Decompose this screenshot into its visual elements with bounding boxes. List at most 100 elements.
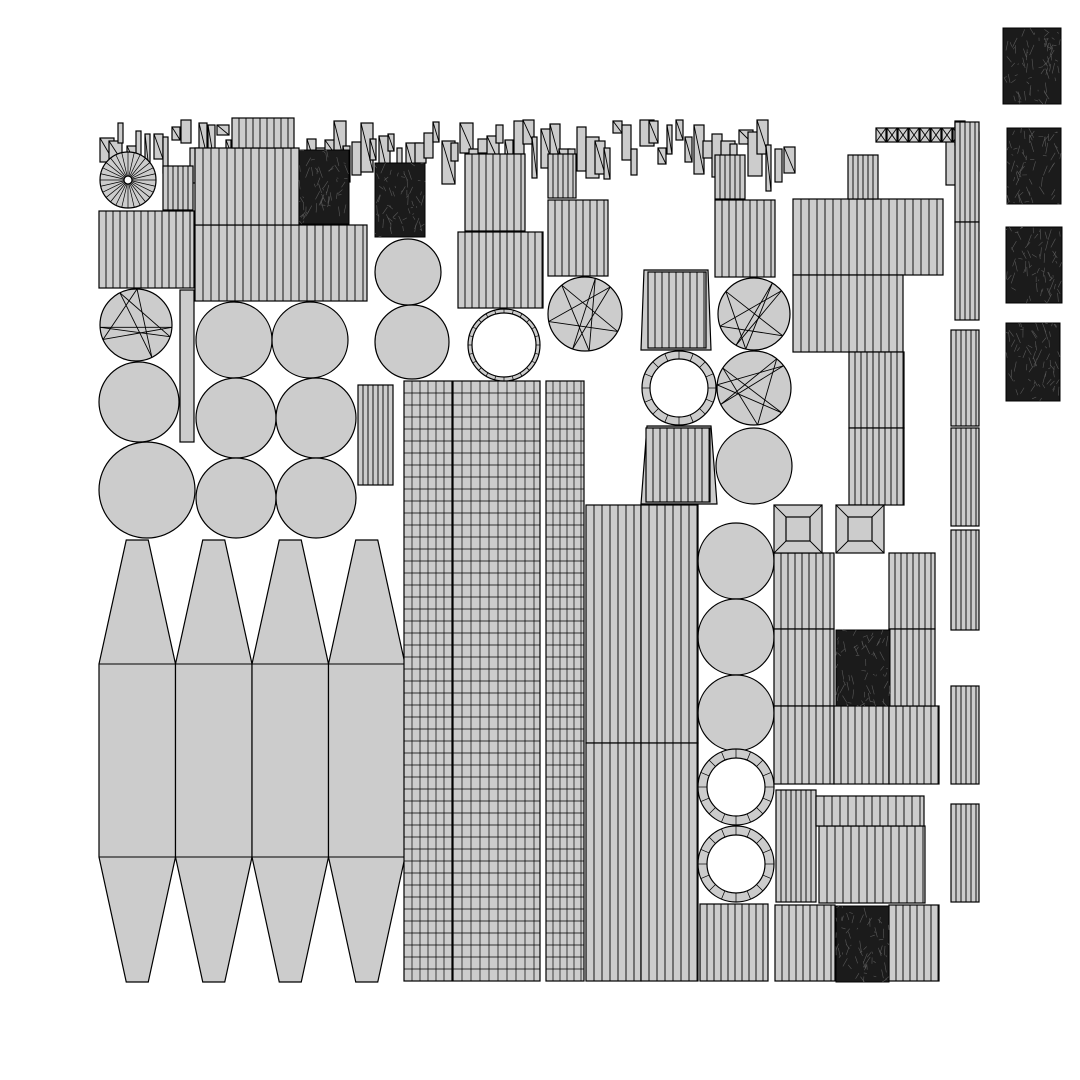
facet-edge <box>735 282 773 346</box>
hatch-stroke <box>1041 270 1045 273</box>
hatch-stroke <box>1018 195 1023 205</box>
striped-panel <box>194 147 300 226</box>
hatch-stroke <box>860 702 866 707</box>
hatch-stroke <box>884 962 887 973</box>
hatch-stroke <box>1048 288 1051 295</box>
hatch-stroke <box>1046 378 1052 385</box>
hatch-stroke <box>1014 231 1019 234</box>
hatch-stroke <box>1035 282 1038 292</box>
bevel-inner <box>847 516 873 542</box>
ring-seg <box>472 360 477 364</box>
hatch-stroke <box>1035 322 1039 331</box>
hatch-stroke <box>1035 345 1037 348</box>
facet-edge <box>757 358 778 425</box>
hatch-stroke <box>396 172 399 177</box>
hatch-stroke <box>299 220 302 225</box>
small-part <box>621 124 632 161</box>
ring-seg <box>762 772 772 777</box>
hatch-stroke <box>1045 370 1047 377</box>
hatch-stroke <box>1044 346 1048 349</box>
hatch-stroke <box>871 685 875 695</box>
hatch-stroke <box>417 179 421 182</box>
hatch-stroke <box>419 221 423 232</box>
hatch-stroke <box>314 183 316 188</box>
hatch-stroke <box>1027 250 1032 258</box>
ring-seg <box>664 414 669 423</box>
hatch-stroke <box>1059 153 1062 159</box>
hatch-stroke <box>1052 250 1058 259</box>
hatch-stroke <box>307 205 313 214</box>
hatch-stroke <box>1007 73 1011 83</box>
small-part-edge <box>612 120 623 134</box>
hatch-stroke <box>1012 130 1015 136</box>
ring-seg <box>469 352 474 355</box>
hatch-stroke <box>1045 82 1047 93</box>
bevel-edge <box>809 540 823 554</box>
ring-seg <box>105 182 126 198</box>
hatch-stroke <box>1057 292 1059 302</box>
hatch-stroke <box>1010 339 1016 347</box>
hatch-stroke <box>1032 330 1038 338</box>
hatch-stroke <box>328 168 334 171</box>
ring-seg <box>699 361 706 368</box>
hatch-stroke <box>878 947 882 957</box>
striped-panel <box>815 795 925 827</box>
ring-hole <box>471 312 537 378</box>
striped-panel <box>773 552 835 630</box>
hatch-stroke <box>847 702 852 704</box>
hatch-stroke <box>1017 145 1021 154</box>
small-part <box>117 122 124 144</box>
ring-seg <box>494 375 497 380</box>
hatch-stroke <box>1029 265 1033 267</box>
hatch-stroke <box>878 938 884 941</box>
ring-parts <box>467 308 775 903</box>
striped-panels <box>98 117 980 982</box>
hatch-stroke <box>1055 260 1058 264</box>
hatch-stroke <box>1048 367 1051 370</box>
striped-panel <box>848 351 905 429</box>
hatch-stroke <box>392 191 395 197</box>
hatch-stroke <box>852 689 855 699</box>
hatch-stroke <box>383 176 389 181</box>
hatch-stroke <box>1020 322 1022 328</box>
hatch-stroke <box>1009 227 1012 232</box>
hatch-stroke <box>1032 351 1036 360</box>
bevel-edge <box>835 540 849 554</box>
hatch-stroke <box>1041 288 1044 292</box>
facet-edge <box>572 286 611 350</box>
hatch-stroke <box>1042 154 1047 157</box>
small-part-edge <box>387 133 395 152</box>
hatch-stroke <box>859 914 864 923</box>
striped-panel <box>950 529 980 631</box>
hatch-stroke <box>1055 131 1058 133</box>
striped-panel <box>888 705 940 785</box>
striped-panel <box>950 427 980 527</box>
small-part-edge <box>648 120 659 144</box>
hatch-stroke <box>1017 347 1021 351</box>
hatch-stroke <box>1008 330 1014 337</box>
hatch-stroke <box>851 675 854 685</box>
hatch-stroke <box>1059 262 1062 268</box>
hatch-stroke <box>1040 289 1042 297</box>
hatch-stroke <box>1044 29 1050 34</box>
hatch-stroke <box>888 685 891 696</box>
hatch-stroke <box>1023 252 1026 255</box>
small-part <box>450 142 459 162</box>
hatch-stroke <box>1053 323 1057 328</box>
hatch-stroke <box>1031 254 1037 258</box>
small-part-edge <box>171 126 181 141</box>
cross-line <box>908 127 920 143</box>
ring-seg <box>526 319 530 323</box>
striped-panel <box>774 904 836 982</box>
circle-part <box>195 457 277 539</box>
hatch-stroke <box>1049 380 1055 386</box>
ring-seg <box>652 408 659 415</box>
hatch-stroke <box>412 213 415 215</box>
hatch-stroke <box>1051 323 1053 327</box>
dark-block <box>374 162 426 238</box>
ring-seg <box>519 372 523 377</box>
hatch-stroke <box>1026 81 1030 85</box>
hatch-stroke <box>868 635 874 644</box>
hatch-stroke <box>1038 66 1043 69</box>
hatch-stroke <box>846 704 848 707</box>
